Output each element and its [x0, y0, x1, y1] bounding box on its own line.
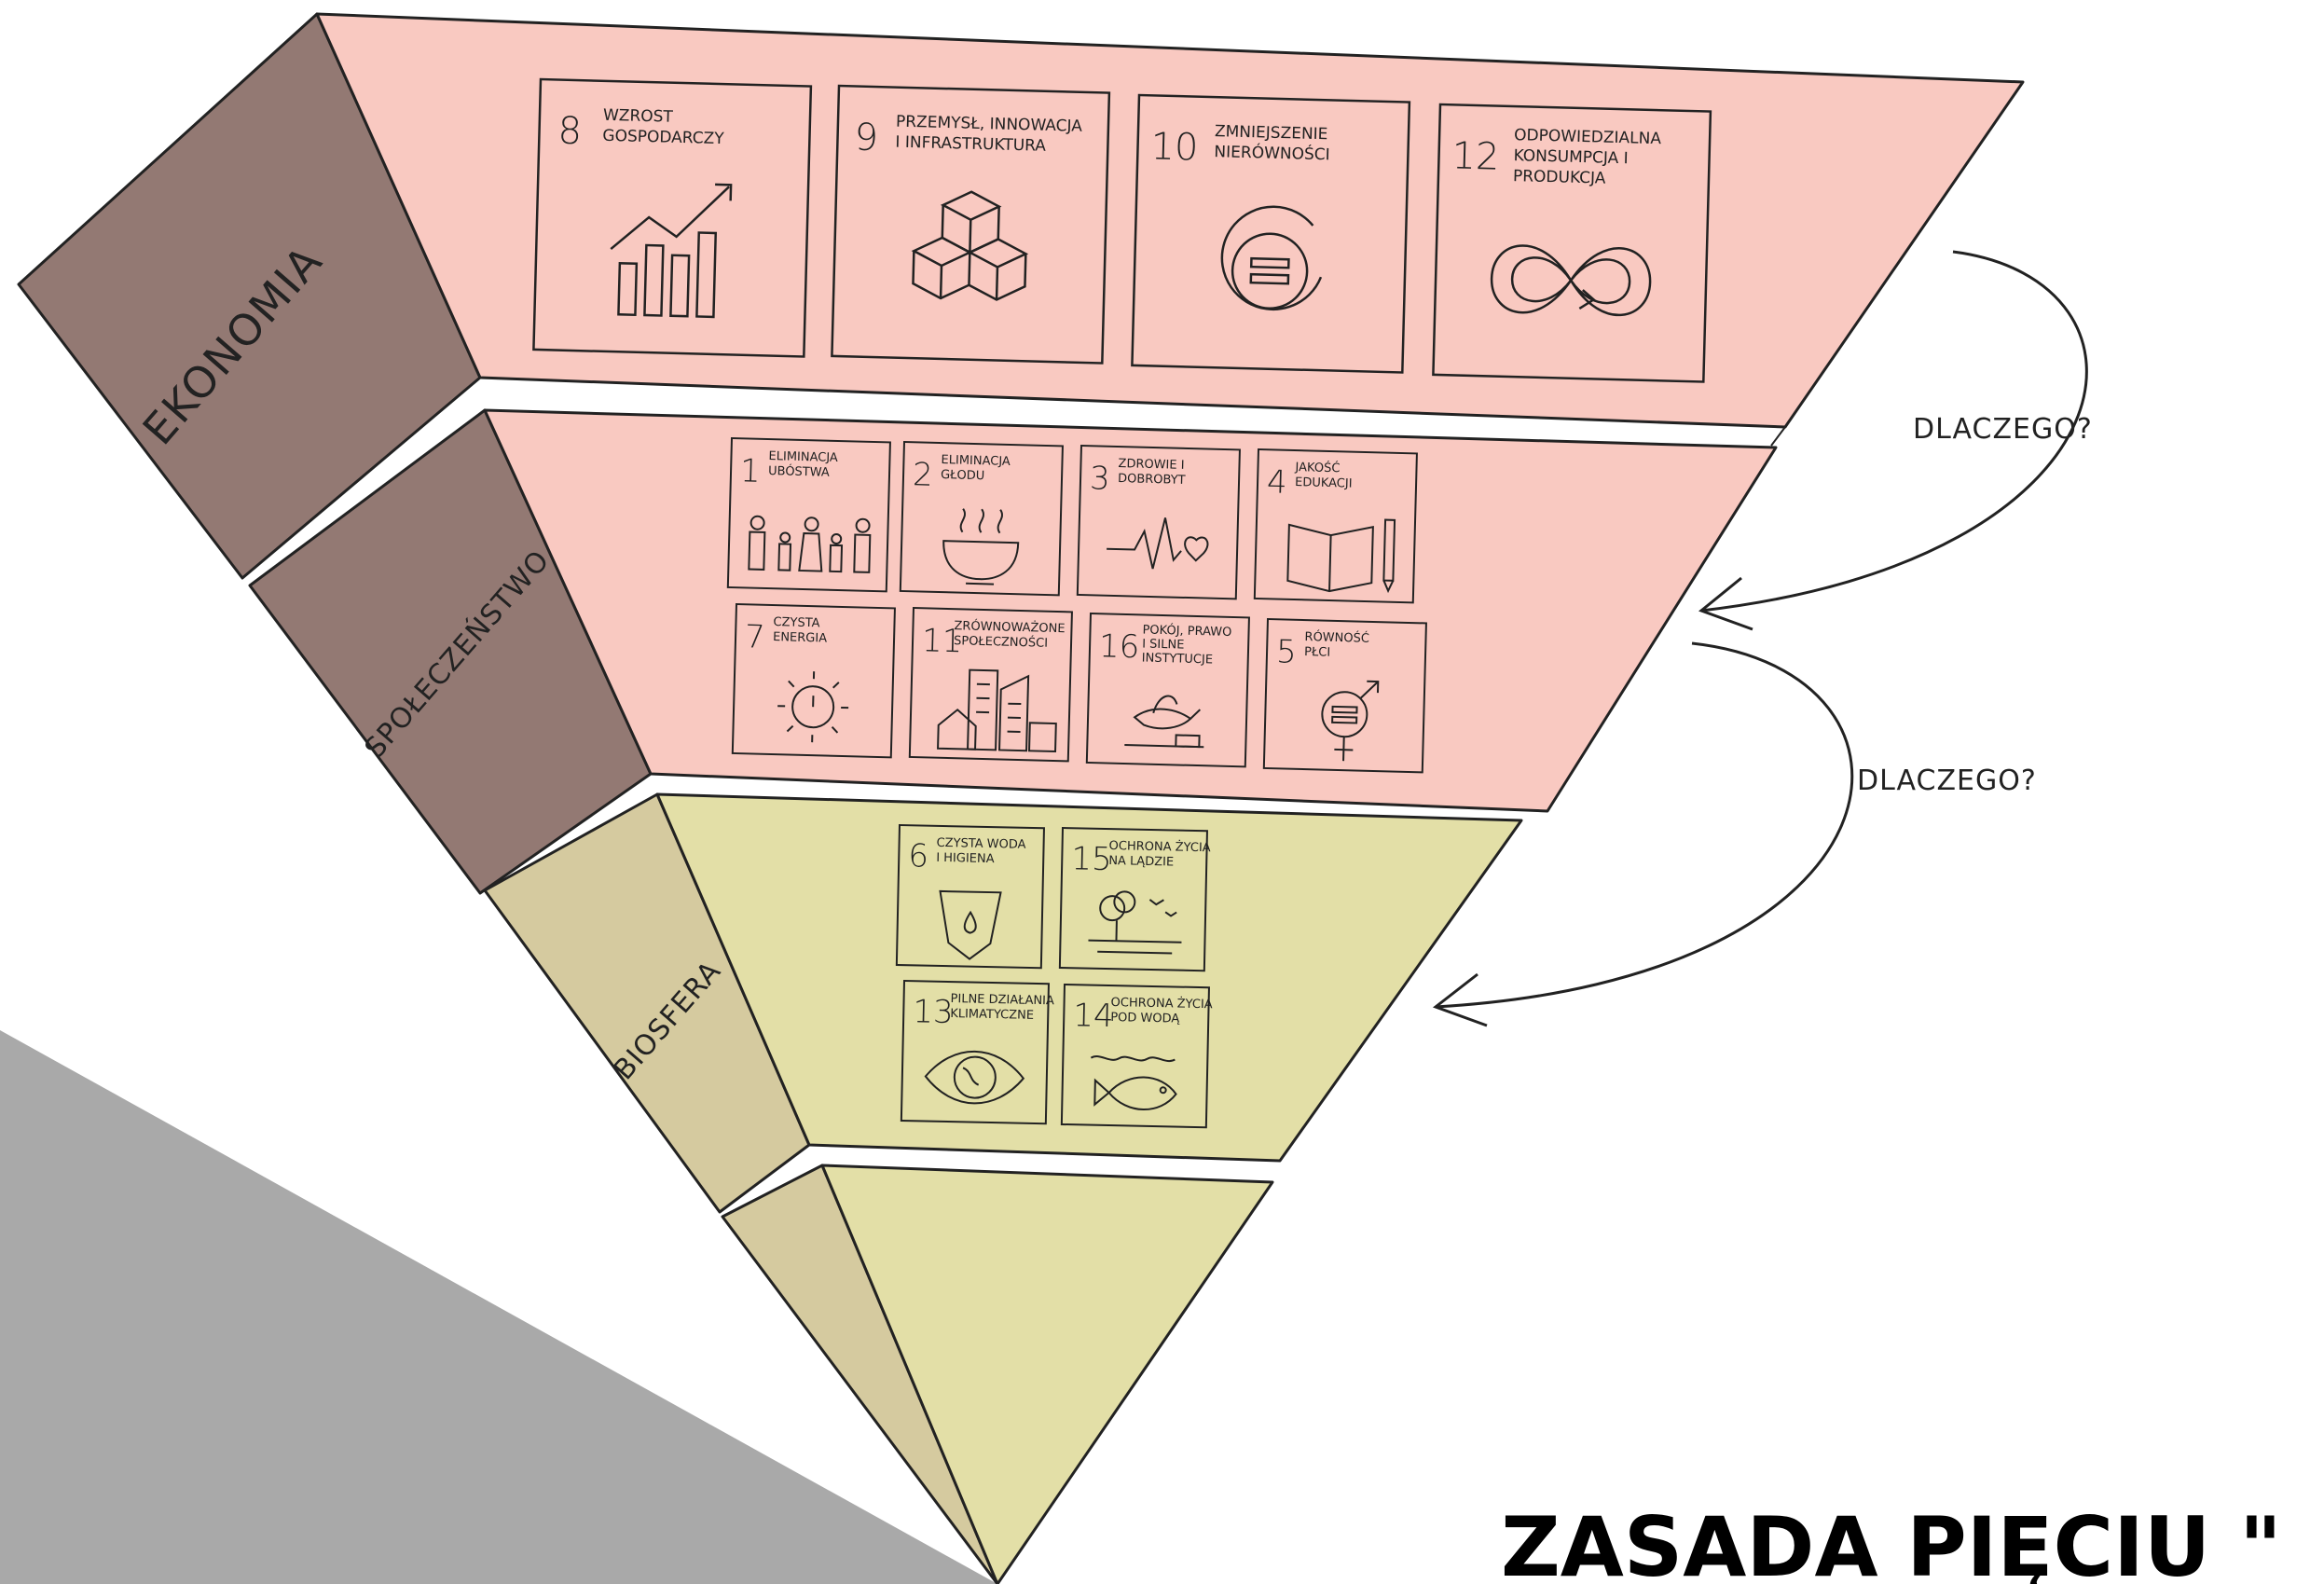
water-drop-icon: [939, 889, 1002, 960]
why-label-lower: DLACZEGO?: [1857, 764, 2037, 797]
earth-eye-icon: [924, 1050, 1025, 1105]
svg-text:OCHRONA ŻYCIA: OCHRONA ŻYCIA: [1108, 838, 1210, 855]
goal-tile: 6 CZYSTA WODA I HIGIENA: [895, 823, 1045, 970]
goal-tile: 15 OCHRONA ŻYCIA NA LĄDZIE: [1058, 826, 1211, 972]
svg-text:PRODUKCJA: PRODUKCJA: [1513, 167, 1606, 188]
svg-text:KLIMATYCZNE: KLIMATYCZNE: [950, 1007, 1034, 1023]
svg-text:11: 11: [922, 622, 963, 660]
goal-tile: 12 ODPOWIEDZIALNA KONSUMPCJA I PRODUKCJA: [1432, 103, 1712, 383]
svg-text:UBÓSTWA: UBÓSTWA: [768, 463, 830, 480]
svg-text:2: 2: [913, 456, 934, 494]
svg-text:NIERÓWNOŚCI: NIERÓWNOŚCI: [1214, 141, 1330, 164]
goal-tile: 14 OCHRONA ŻYCIA POD WODĄ: [1060, 983, 1213, 1129]
goal-tile: 11 ZRÓWNOWAŻONE SPOŁECZNOŚCI: [908, 606, 1073, 763]
svg-text:ENERGIA: ENERGIA: [773, 630, 827, 646]
dove-gavel-icon: [1124, 695, 1204, 749]
svg-text:OCHRONA ŻYCIA: OCHRONA ŻYCIA: [1110, 995, 1212, 1012]
svg-text:ZRÓWNOWAŻONE: ZRÓWNOWAŻONE: [954, 618, 1065, 636]
svg-text:ZDROWIE I: ZDROWIE I: [1118, 457, 1184, 473]
economy-front-face: [315, 12, 2025, 429]
tree-birds-icon: [1088, 890, 1182, 955]
goal-tile: 13 PILNE DZIAŁANIA KLIMATYCZNE: [900, 979, 1054, 1125]
svg-text:KONSUMPCJA I: KONSUMPCJA I: [1513, 146, 1629, 168]
svg-text:3: 3: [1090, 460, 1111, 498]
goal-tile: 7 CZYSTA ENERGIA: [731, 602, 896, 759]
svg-text:10: 10: [1150, 125, 1199, 169]
svg-text:RÓWNOŚĆ: RÓWNOŚĆ: [1304, 629, 1369, 646]
society-front-face: [483, 408, 1778, 813]
svg-text:GOSPODARCZY: GOSPODARCZY: [602, 127, 724, 148]
goal-tile: 4 JAKOŚĆ EDUKACJI: [1253, 448, 1418, 604]
svg-text:PŁCI: PŁCI: [1304, 645, 1330, 660]
svg-text:POD WODĄ: POD WODĄ: [1110, 1011, 1180, 1026]
svg-text:I INFRASTRUKTURA: I INFRASTRUKTURA: [895, 133, 1046, 156]
grey-corner-shape: [0, 1030, 997, 1584]
cubes-icon: [911, 190, 1029, 301]
book-icon: [1286, 518, 1396, 594]
biosphere-ledge-line: [808, 1144, 1281, 1162]
svg-text:WZROST: WZROST: [603, 106, 674, 127]
fish-icon: [1090, 1055, 1177, 1111]
svg-text:7: 7: [745, 618, 766, 656]
svg-text:I SILNE: I SILNE: [1142, 637, 1185, 652]
svg-text:14: 14: [1073, 997, 1114, 1035]
svg-text:POKÓJ, PRAWO: POKÓJ, PRAWO: [1142, 622, 1231, 640]
title: ZASADA PIĘCIU ": [1501, 1499, 2282, 1584]
svg-text:JAKOŚĆ: JAKOŚĆ: [1294, 460, 1340, 475]
city-icon: [937, 668, 1057, 753]
svg-text:INSTYTUCJE: INSTYTUCJE: [1142, 651, 1214, 667]
tip-top-face: [820, 1164, 1274, 1584]
goal-tile: 10 ZMNIEJSZENIE NIERÓWNOŚCI: [1131, 93, 1411, 374]
svg-text:5: 5: [1276, 633, 1298, 671]
svg-text:PILNE DZIAŁANIA: PILNE DZIAŁANIA: [950, 992, 1054, 1008]
equality-circle-icon: [1220, 205, 1323, 311]
svg-text:9: 9: [854, 116, 879, 159]
svg-text:DOBROBYT: DOBROBYT: [1118, 472, 1186, 488]
svg-text:CZYSTA WODA: CZYSTA WODA: [936, 836, 1025, 852]
svg-text:ELIMINACJA: ELIMINACJA: [941, 453, 1011, 469]
goal-tile: 2 ELIMINACJA GŁODU: [899, 440, 1064, 597]
svg-text:EDUKACJI: EDUKACJI: [1295, 475, 1353, 491]
svg-text:NA LĄDZIE: NA LĄDZIE: [1108, 854, 1174, 869]
heartbeat-icon: [1107, 517, 1209, 570]
svg-text:CZYSTA: CZYSTA: [773, 615, 819, 630]
svg-text:8: 8: [557, 110, 583, 154]
goal-tile: 5 RÓWNOŚĆ PŁCI: [1262, 617, 1427, 774]
growth-chart-icon: [610, 183, 733, 319]
svg-text:ELIMINACJA: ELIMINACJA: [768, 449, 838, 465]
svg-text:GŁODU: GŁODU: [941, 468, 985, 483]
goal-tile: 8 WZROST GOSPODARCZY: [532, 77, 813, 358]
why-arrow-lower-head: [1432, 972, 1488, 1027]
svg-text:16: 16: [1099, 627, 1140, 666]
svg-text:ZMNIEJSZENIE: ZMNIEJSZENIE: [1215, 122, 1328, 144]
why-arrow-lower: [1435, 641, 1854, 1009]
gender-icon: [1321, 680, 1380, 762]
bowl-icon: [942, 508, 1020, 585]
svg-text:15: 15: [1071, 840, 1112, 878]
svg-text:SPOŁECZNOŚCI: SPOŁECZNOŚCI: [954, 633, 1048, 651]
goal-tile: 3 ZDROWIE I DOBROBYT: [1076, 444, 1241, 600]
economy-ledge-line: [479, 377, 1787, 447]
svg-text:ODPOWIEDZIALNA: ODPOWIEDZIALNA: [1514, 126, 1662, 148]
svg-text:4: 4: [1267, 463, 1288, 502]
family-icon: [748, 515, 872, 573]
why-arrow-upper: [1700, 250, 2088, 613]
svg-text:13: 13: [913, 993, 954, 1031]
svg-text:1: 1: [740, 452, 762, 490]
svg-text:I HIGIENA: I HIGIENA: [936, 851, 995, 866]
svg-text:6: 6: [908, 837, 928, 875]
svg-text:12: 12: [1451, 134, 1500, 178]
goal-tile: 1 ELIMINACJA UBÓSTWA: [726, 436, 891, 593]
goal-tile: 16 POKÓJ, PRAWO I SILNE INSTYTUCJE: [1085, 612, 1250, 768]
infinity-icon: [1490, 244, 1652, 317]
why-label-upper: DLACZEGO?: [1913, 413, 2093, 446]
why-arrow-upper-head: [1698, 576, 1753, 631]
sun-power-icon: [777, 671, 849, 743]
